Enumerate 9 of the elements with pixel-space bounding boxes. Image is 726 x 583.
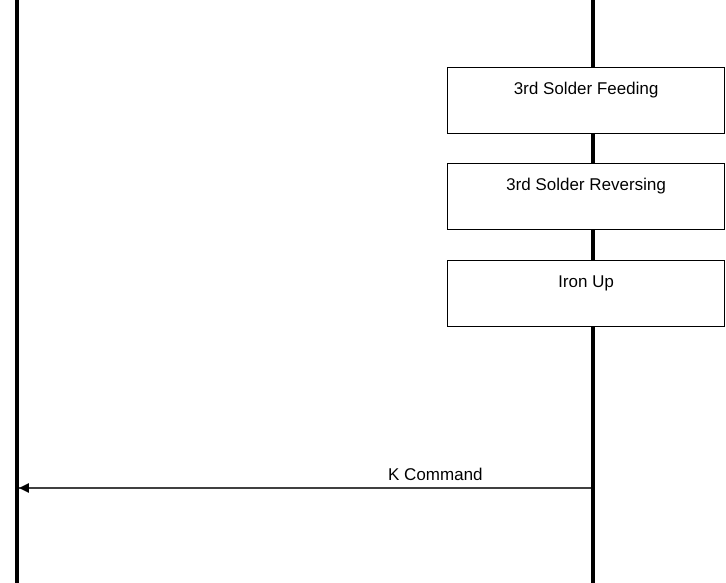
box-label: 3rd Solder Feeding — [514, 78, 658, 100]
process-box — [447, 260, 725, 327]
process-box — [447, 67, 725, 134]
box-label: Iron Up — [558, 271, 614, 292]
lifeline-bar — [15, 0, 19, 583]
box-label: 3rd Solder Reversing — [506, 174, 666, 196]
process-box — [447, 163, 725, 230]
arrow — [19, 483, 591, 493]
edge-label: K Command — [388, 466, 482, 483]
